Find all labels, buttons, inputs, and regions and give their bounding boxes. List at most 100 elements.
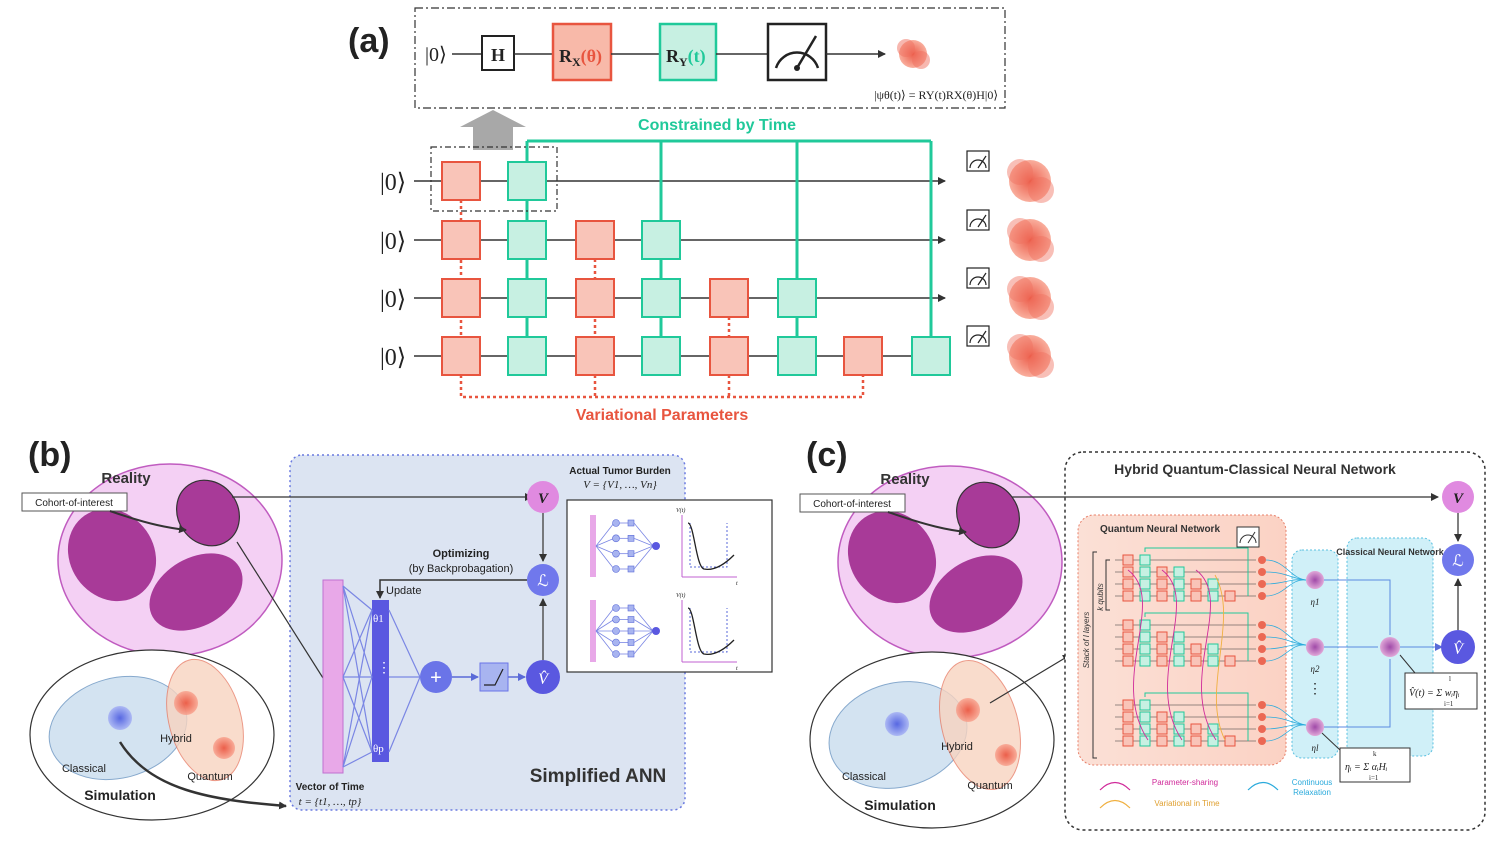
mini-edge (595, 537, 615, 547)
output-state-blob-icon (1009, 219, 1051, 261)
qubit-input-ket: |0⟩ (380, 345, 406, 371)
qnn-ry-gate (1173, 711, 1185, 723)
meter-needle (977, 155, 987, 169)
mini-edge (595, 619, 615, 632)
etal-label: ηl (1312, 743, 1319, 753)
qnn-circuit (1115, 547, 1307, 747)
mini-weight (627, 535, 635, 542)
rx-gate (709, 336, 749, 376)
vector-time-label: Vector of Time (296, 782, 365, 793)
reality-label-c: Reality (880, 471, 930, 488)
time-set-label: t = {t1, …, tp} (299, 796, 362, 808)
output-state-blob-icon (1009, 160, 1051, 202)
constrained-by-time-label: Constrained by Time (638, 117, 796, 134)
panel-b: (b) Reality Cohort-of-interest Classical… (21, 436, 773, 821)
mini-time-bar (590, 515, 596, 577)
vhat-equation-box (1404, 672, 1478, 710)
qnn-rx-gate (1122, 735, 1134, 747)
mini-y-label: V(t) (676, 592, 685, 599)
qnn-ry-gate (1139, 554, 1151, 566)
mini-edge (595, 630, 615, 655)
qnn-rx-gate (1156, 735, 1168, 747)
panel-a: (a) |0⟩ H RX(θ) RY(t) |ψθ(t)⟩ = RY(t)RX(… (348, 7, 1054, 424)
loss-node-label: ℒ (537, 573, 549, 590)
rx-gate (843, 336, 883, 376)
qnn-rx-gate (1190, 590, 1202, 602)
blob-lobe (1007, 159, 1033, 185)
mini-target-curve (689, 523, 728, 568)
qnn-output-node (1258, 713, 1266, 721)
mini-neuron (612, 549, 620, 558)
qnn-ry-gate (1173, 735, 1185, 747)
qnn-ry-gate (1139, 566, 1151, 578)
mini-weight (627, 650, 635, 658)
qnn-rx-gate (1156, 578, 1168, 590)
inset-plots-frame (566, 499, 773, 673)
qubit-input-ket: |0⟩ (380, 170, 406, 196)
v-node-label-c: V (1453, 491, 1465, 507)
qnn-ry-gate (1139, 643, 1151, 655)
relaxation-legend-icon (1247, 781, 1279, 791)
qnn-ry-gate (1207, 723, 1219, 735)
loss-node-label-c: ℒ (1452, 553, 1464, 570)
backprop-label: (by Backprobagation) (409, 563, 514, 575)
top-input-ket: |0⟩ (425, 44, 447, 66)
rx-gate (441, 278, 481, 318)
qnn-rx-gate (1190, 655, 1202, 667)
mini-edge (633, 537, 654, 547)
blob-lobe (1007, 334, 1033, 360)
mini-edge (595, 607, 615, 632)
eta2-node (1306, 638, 1324, 656)
mini-weight (627, 550, 635, 557)
qnn-rx-gate (1122, 643, 1134, 655)
mini-weight (627, 639, 635, 646)
mini-time-bar (590, 600, 596, 662)
qnn-ry-gate (1139, 655, 1151, 667)
qnn-ry-gate (1207, 578, 1219, 590)
ry-gate (507, 220, 547, 260)
measurement-icon (966, 150, 990, 172)
time-vector-bar (322, 579, 344, 774)
qnn-label: Quantum Neural Network (1100, 524, 1220, 535)
qnn-ry-gate (1173, 578, 1185, 590)
rx-gate-label: RX(θ) (559, 46, 602, 69)
actual-tumor-label: Actual Tumor Burden (569, 466, 670, 477)
qnn-ry-gate (1139, 578, 1151, 590)
qnn-output-node (1258, 737, 1266, 745)
mini-edge (633, 522, 654, 547)
theta1-label: θ1 (373, 613, 384, 625)
mini-output-node (652, 627, 660, 635)
cohort-box (21, 492, 128, 512)
meter-arc (969, 276, 987, 286)
qnn-rx-gate (1122, 723, 1134, 735)
qnn-rx-gate (1224, 655, 1236, 667)
qnn-ry-gate (1139, 590, 1151, 602)
param-sharing-legend-icon (1099, 781, 1131, 791)
reality-label: Reality (101, 470, 151, 487)
vhat-node (526, 660, 560, 694)
qnn-ry-gate (1207, 735, 1219, 747)
qnn-rx-gate (1122, 711, 1134, 723)
mini-edge (633, 630, 654, 655)
vhat-sum-upper: l (1449, 675, 1451, 683)
v-node-c (1442, 481, 1474, 513)
simulation-label-c: Simulation (864, 797, 936, 813)
mini-fitted-curve (687, 607, 735, 656)
mini-edge (633, 545, 654, 570)
qnn-rx-gate (1156, 631, 1168, 643)
quantum-sim-icon (213, 737, 235, 759)
qnn-output-node (1258, 580, 1266, 588)
blob-lobe (1028, 236, 1054, 262)
eta1-label: η1 (1311, 597, 1320, 607)
mini-neuron (612, 565, 620, 573)
qnn-rx-gate (1122, 631, 1134, 643)
mini-target-curve (689, 608, 728, 653)
loss-node (527, 564, 559, 596)
cohort-box-c (799, 493, 906, 513)
rx-gate (441, 161, 481, 201)
qnn-ry-gate (1139, 711, 1151, 723)
measurement-icon (966, 267, 990, 289)
qnn-output-node (1258, 701, 1266, 709)
param-sharing-arc (1195, 569, 1217, 741)
